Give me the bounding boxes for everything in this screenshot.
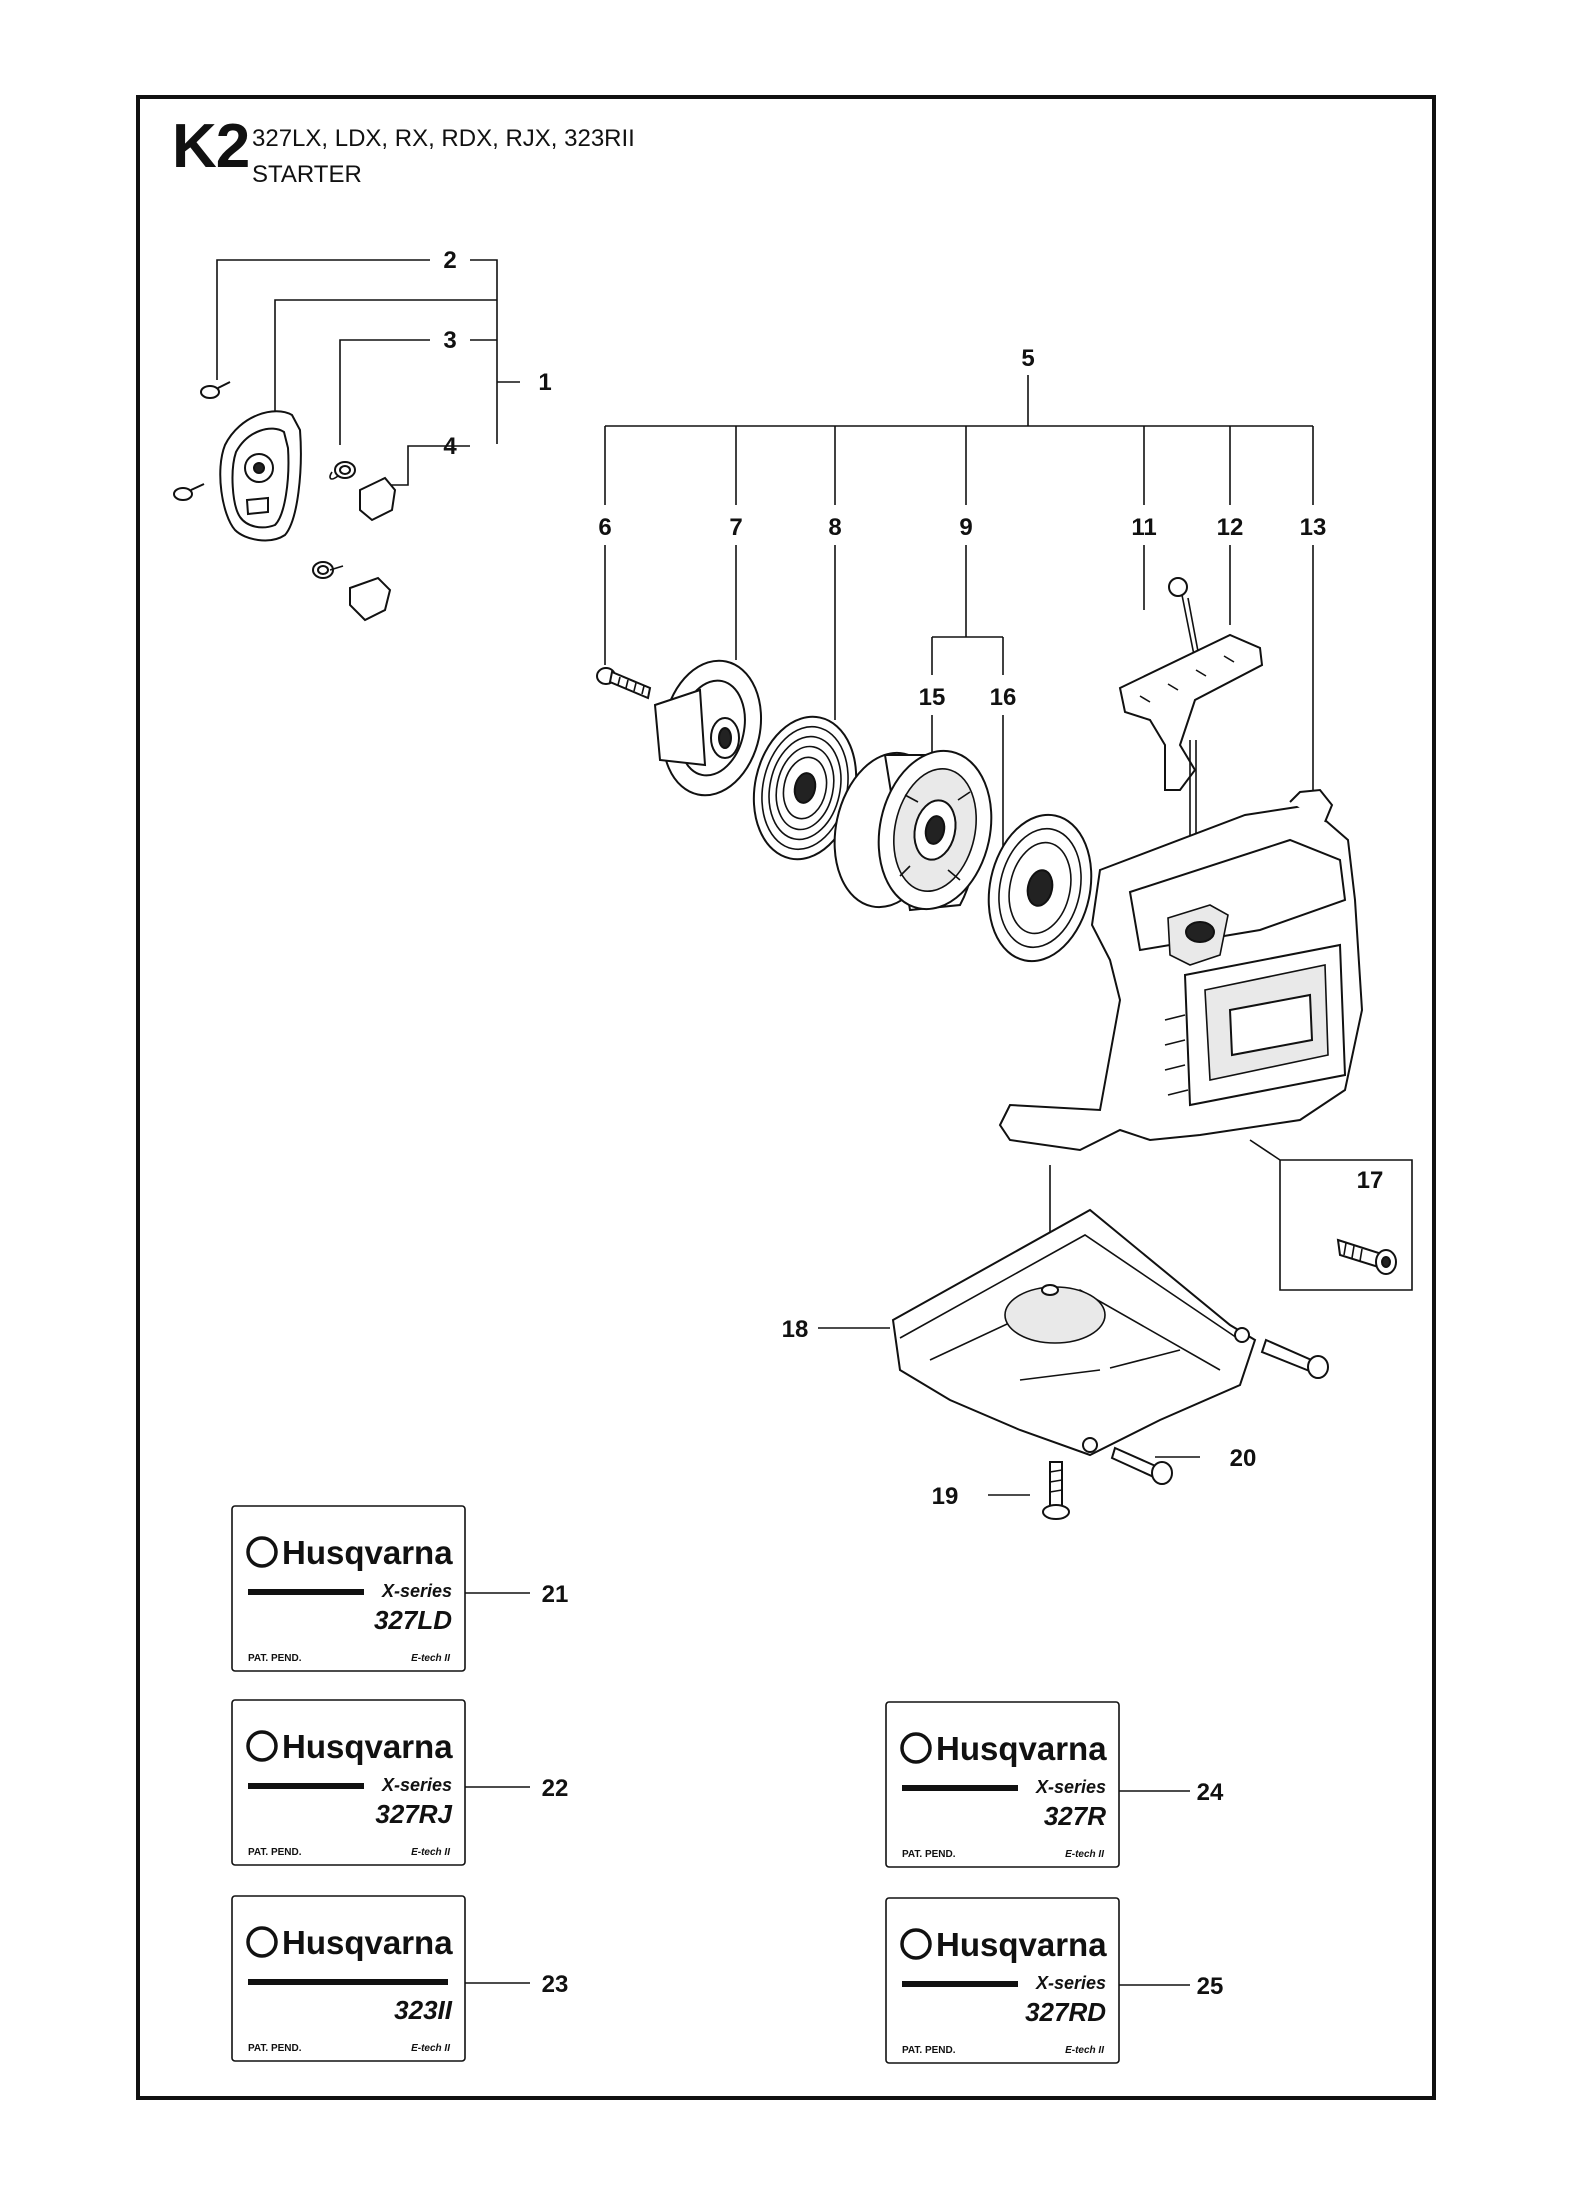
part-6-screw (596, 667, 652, 700)
part-11-12-starter-handle (1118, 577, 1264, 840)
callout-17: 17 (1357, 1167, 1384, 1194)
decal-21: Husqvarna X-series 327LD PAT. PEND. E-te… (231, 1505, 466, 1672)
callout-4: 4 (443, 433, 457, 460)
decal-23: Husqvarna 323II PAT. PEND. E-tech II (231, 1895, 466, 2062)
callout-11: 11 (1131, 514, 1156, 541)
decal-22: Husqvarna X-series 327RJ PAT. PEND. E-te… (231, 1699, 466, 1866)
decal-series: X-series (1035, 1973, 1106, 1993)
decal-model: 327RJ (375, 1799, 452, 1829)
callout-numbers: 1 2 3 4 5 6 7 8 9 11 12 13 15 16 17 18 1… (443, 247, 1383, 2000)
callout-16: 16 (990, 684, 1017, 711)
leader-lines-group-5 (604, 375, 1314, 855)
part-17-screw (1336, 1238, 1397, 1275)
decal-pat: PAT. PEND. (902, 2045, 956, 2056)
decal-model: 327LD (374, 1605, 452, 1635)
model-list: 327LX, LDX, RX, RDX, RJX, 323RII (252, 125, 635, 152)
callout-2: 2 (443, 247, 456, 274)
decal-brand: Husqvarna (282, 1534, 453, 1571)
decal-pat: PAT. PEND. (248, 2043, 302, 2054)
decal-tech: E-tech II (1065, 1849, 1104, 1860)
part-13-starter-housing (998, 788, 1364, 1152)
part-19-20-screws (1042, 1338, 1329, 1520)
callout-19: 19 (932, 1483, 959, 1510)
callout-12: 12 (1217, 514, 1244, 541)
section-code: K2 (172, 112, 250, 181)
decal-pat: PAT. PEND. (248, 1653, 302, 1664)
callout-13: 13 (1300, 514, 1327, 541)
callout-8: 8 (828, 514, 841, 541)
callout-7: 7 (729, 514, 742, 541)
decal-tech: E-tech II (411, 2043, 450, 2054)
decal-model: 323II (394, 1995, 453, 2025)
page-frame (136, 95, 1436, 2100)
decal-brand: Husqvarna (936, 1926, 1107, 1963)
assembly-name: STARTER (252, 161, 362, 188)
decal-25: Husqvarna X-series 327RD PAT. PEND. E-te… (885, 1897, 1120, 2064)
part-18-bottom-plate (891, 1208, 1257, 1457)
callout-15: 15 (919, 684, 946, 711)
decal-pat: PAT. PEND. (248, 1847, 302, 1858)
part-15-rope-pulley (833, 749, 993, 912)
callout-1: 1 (538, 369, 551, 396)
callout-21: 21 (542, 1581, 569, 1608)
callout-22: 22 (542, 1775, 569, 1802)
part-16-spring (987, 813, 1093, 963)
leader-lines-decals (465, 1592, 1190, 1986)
decal-model: 327R (1044, 1801, 1106, 1831)
part-1-cover-assembly (173, 381, 397, 622)
decal-brand: Husqvarna (936, 1730, 1107, 1767)
decal-tech: E-tech II (1065, 2045, 1104, 2056)
callout-3: 3 (443, 327, 456, 354)
part-7-pulley-hub (653, 659, 763, 797)
decal-tech: E-tech II (411, 1847, 450, 1858)
decal-pat: PAT. PEND. (902, 1849, 956, 1860)
decal-series: X-series (1035, 1777, 1106, 1797)
part-8-recoil-spring (752, 715, 858, 861)
callout-5: 5 (1021, 345, 1034, 372)
callout-23: 23 (542, 1971, 569, 1998)
callout-25: 25 (1197, 1973, 1224, 2000)
callout-20: 20 (1230, 1445, 1257, 1472)
callout-9: 9 (959, 514, 972, 541)
husqvarna-logo-icon (900, 1732, 932, 1764)
decal-model: 327RD (1025, 1997, 1106, 2027)
callout-18: 18 (782, 1316, 809, 1343)
callout-6: 6 (598, 514, 611, 541)
decal-brand: Husqvarna (282, 1924, 453, 1961)
decal-24: Husqvarna X-series 327R PAT. PEND. E-tec… (885, 1701, 1120, 1868)
husqvarna-logo-icon (246, 1730, 278, 1762)
decal-brand: Husqvarna (282, 1728, 453, 1765)
husqvarna-logo-icon (900, 1928, 932, 1960)
decal-tech: E-tech II (411, 1653, 450, 1664)
decal-series: X-series (381, 1581, 452, 1601)
husqvarna-logo-icon (246, 1536, 278, 1568)
decal-series: X-series (381, 1775, 452, 1795)
husqvarna-logo-icon (246, 1926, 278, 1958)
callout-24: 24 (1197, 1779, 1224, 1806)
